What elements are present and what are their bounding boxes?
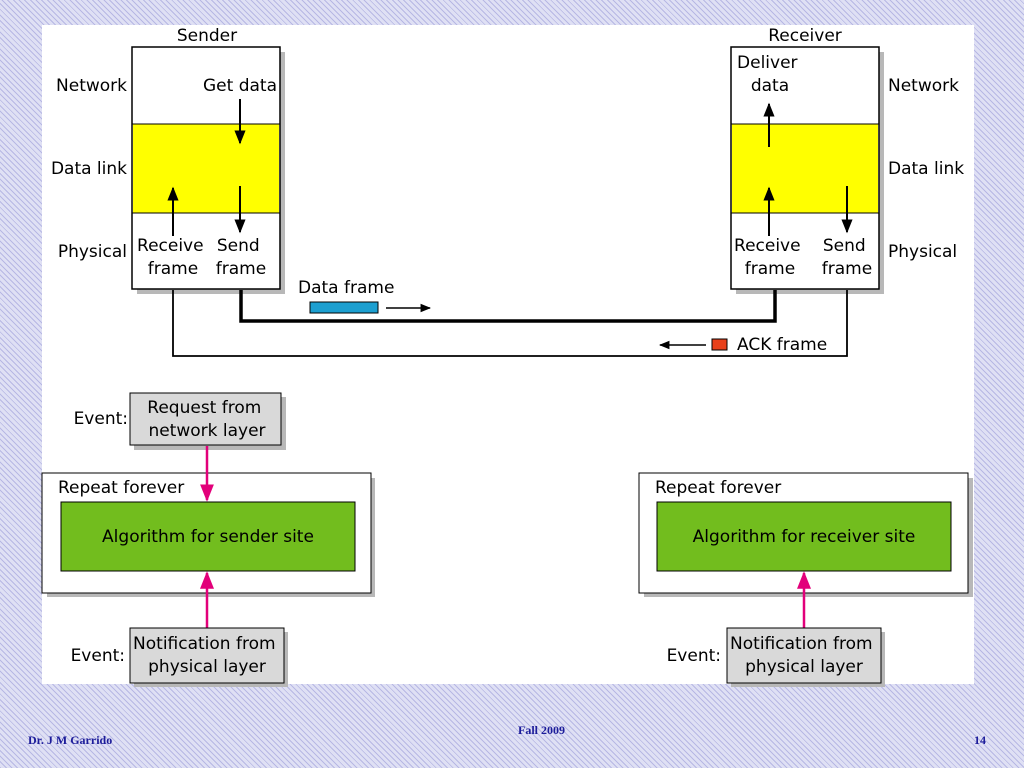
receiver-deliver-data-label: Deliver data — [737, 53, 803, 96]
sender-event-bottom-label: Event: — [71, 646, 125, 666]
receiver-algorithm-label: Algorithm for receiver site — [693, 527, 916, 547]
footer-page-number: 14 — [974, 733, 986, 747]
footer-term: Fall 2009 — [518, 723, 565, 737]
receiver-send-frame-label: Send frame — [822, 236, 872, 279]
sender-event-top-text: Request from network layer — [147, 398, 266, 441]
ack-frame-block — [711, 338, 728, 351]
sender-event-bottom-text: Notification from physical layer — [133, 634, 281, 677]
footer-author: Dr. J M Garrido — [28, 733, 113, 747]
sender-data-link-label: Data link — [51, 159, 127, 179]
data-frame-block — [309, 301, 379, 314]
sender-receive-frame-label: Receive frame — [137, 236, 209, 279]
receiver-data-link-label: Data link — [888, 159, 964, 179]
ack-frame-label: ACK frame — [737, 335, 827, 355]
sender-event-bottom-box — [129, 627, 285, 684]
receiver-event-bottom-text: Notification from physical layer — [730, 634, 878, 677]
receiver-stack — [730, 46, 884, 294]
sender-algorithm-label: Algorithm for sender site — [102, 527, 314, 547]
sender-network-label: Network — [56, 76, 127, 96]
sender-algorithm-box — [60, 501, 356, 572]
sender-event-top-box — [129, 392, 282, 446]
sender-event-top-label: Event: — [74, 409, 128, 429]
receiver-network-label: Network — [888, 76, 959, 96]
sender-repeat-label: Repeat forever — [58, 478, 184, 498]
receiver-event-bottom-box — [726, 627, 882, 684]
sender-physical-label: Physical — [58, 242, 127, 262]
receiver-event-bottom-label: Event: — [667, 646, 721, 666]
receiver-repeat-label: Repeat forever — [655, 478, 781, 498]
receiver-algorithm-box — [656, 501, 952, 572]
sender-data-link-band — [133, 124, 279, 213]
ack-frame-link — [172, 290, 848, 357]
data-frame-link — [239, 290, 777, 323]
sender-get-data-label: Get data — [203, 76, 277, 96]
receiver-physical-label: Physical — [888, 242, 957, 262]
receiver-receive-frame-label: Receive frame — [734, 236, 806, 279]
receiver-data-link-band — [732, 124, 878, 213]
sender-stack — [131, 46, 285, 294]
sender-send-frame-label: Send frame — [216, 236, 266, 279]
sender-title: Sender — [177, 26, 237, 46]
receiver-title: Receiver — [768, 26, 842, 46]
data-frame-label: Data frame — [298, 278, 394, 298]
